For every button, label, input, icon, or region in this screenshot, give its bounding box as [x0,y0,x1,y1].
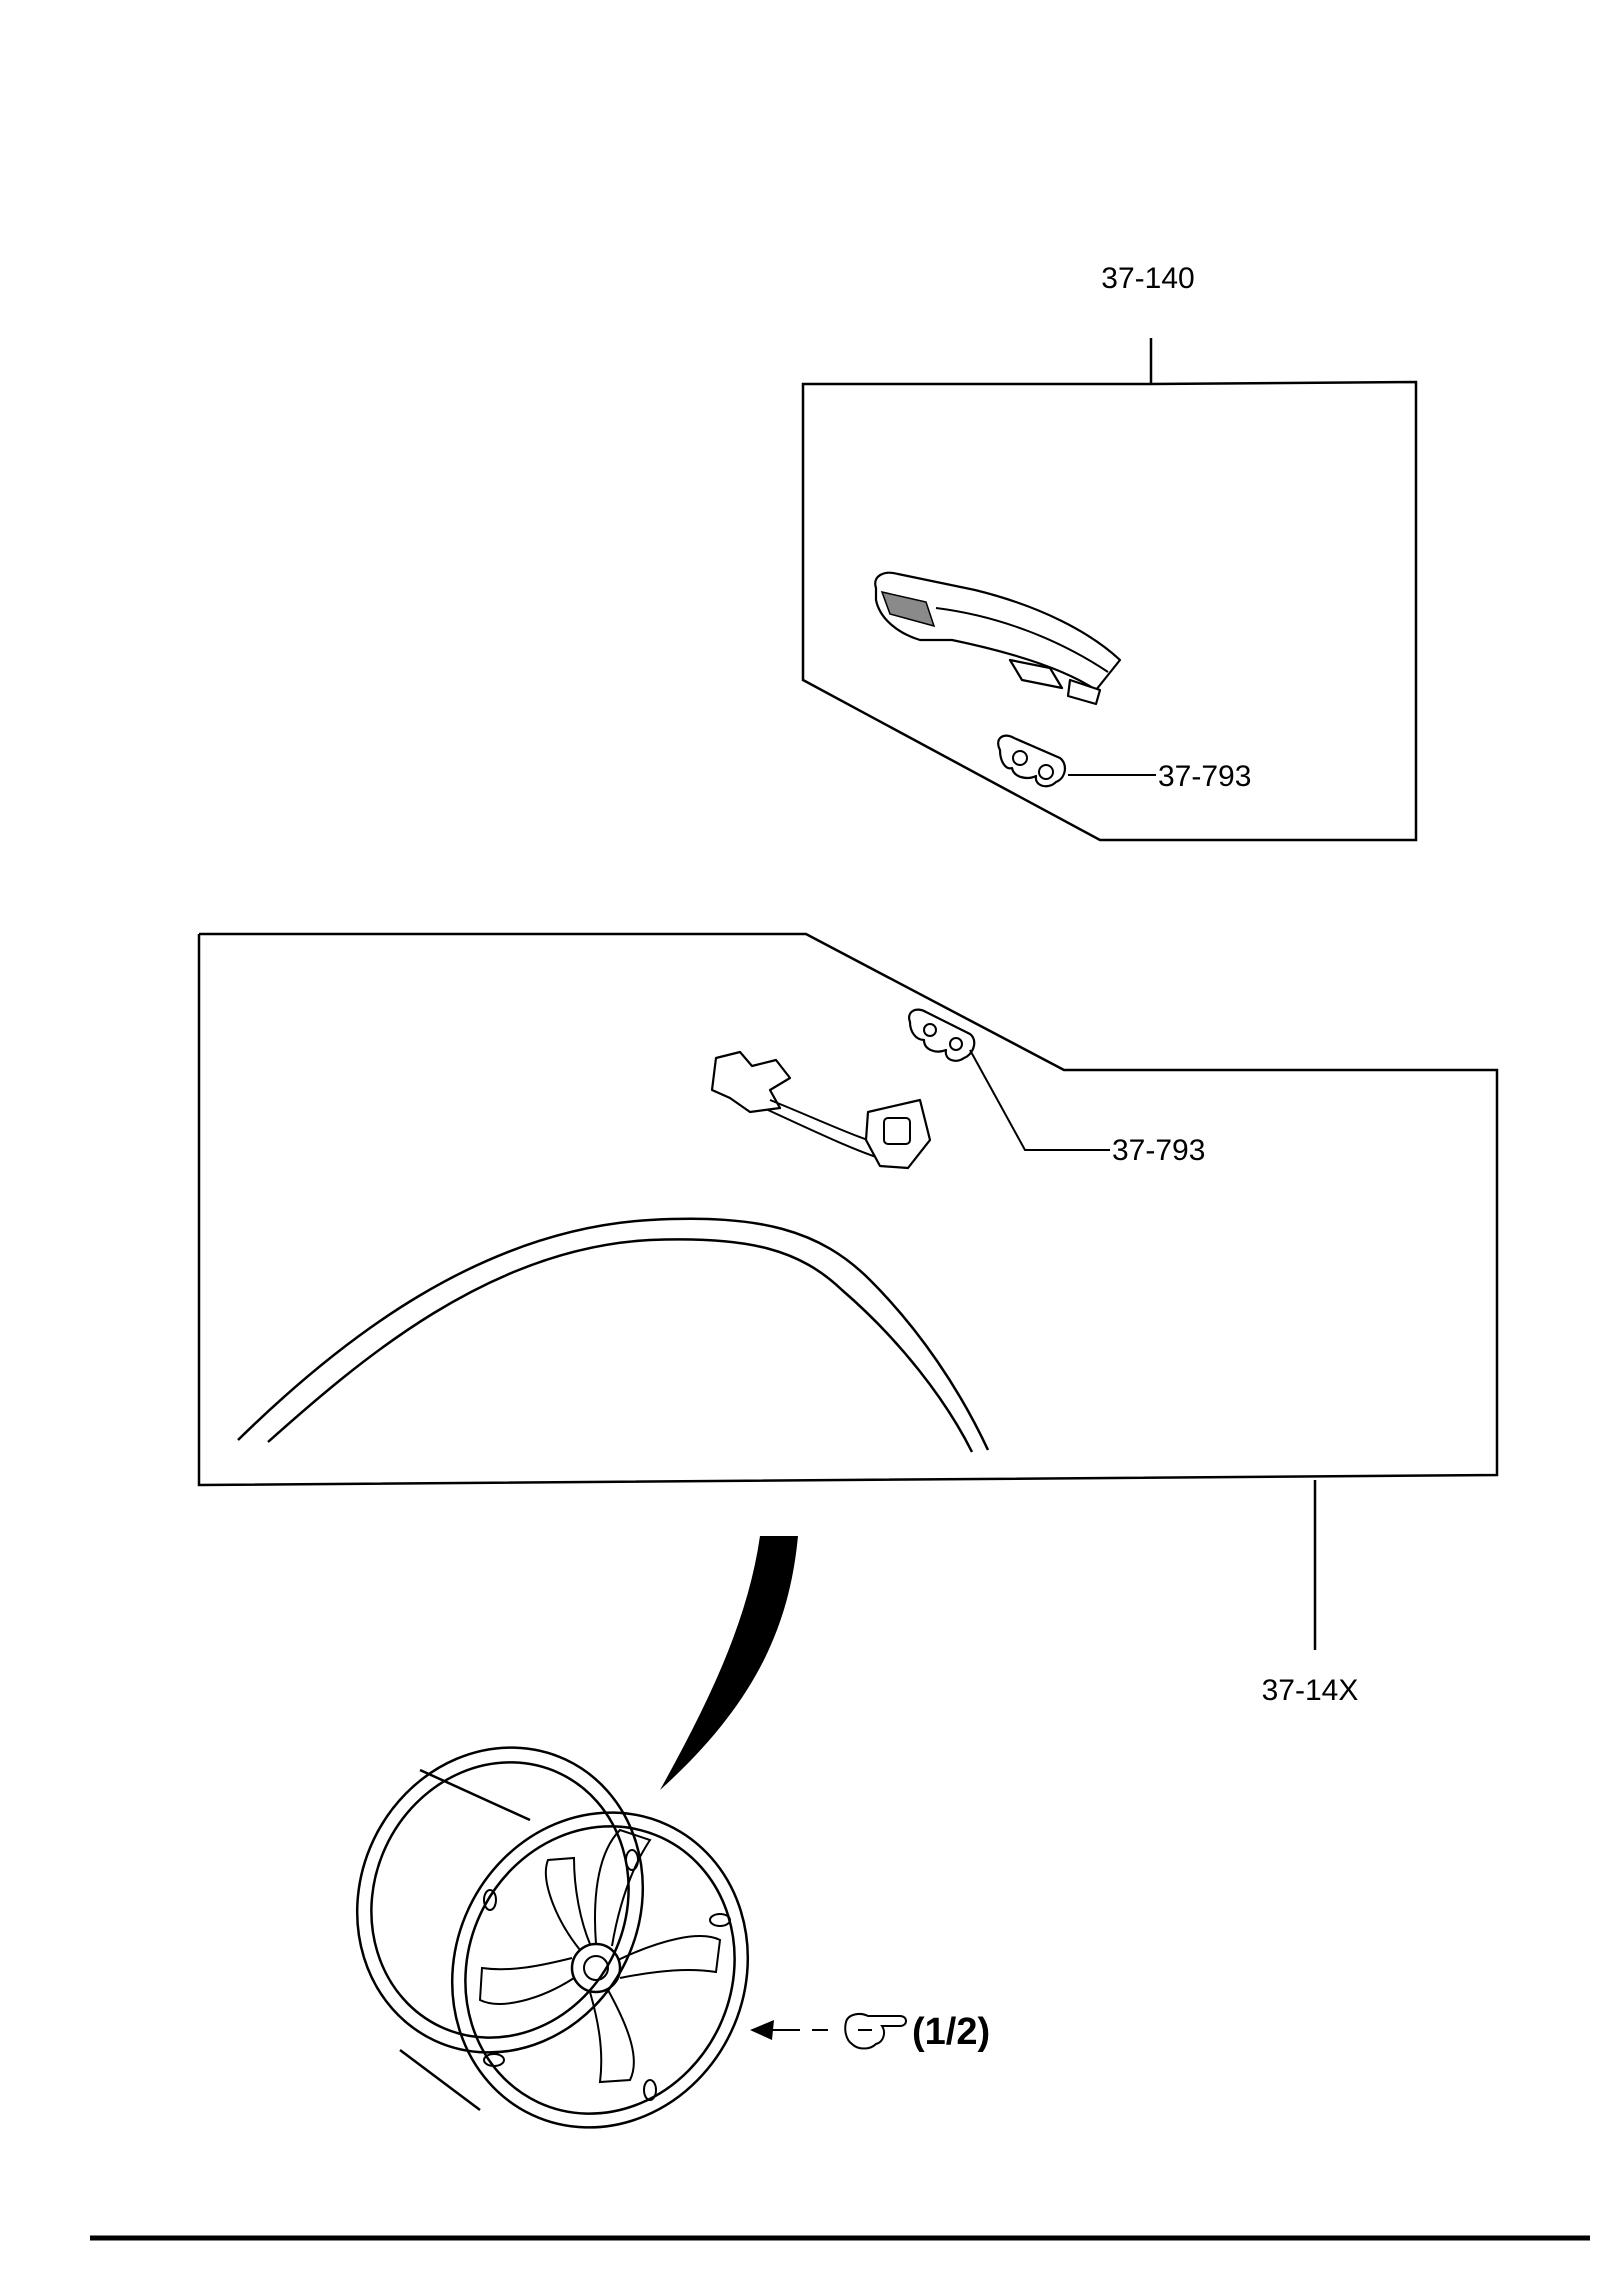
callout-37-14X: 37-14X [1262,1674,1359,1707]
callout-37-140: 37-140 [1101,262,1194,295]
wheel-arch-outline [237,1217,990,1453]
reference-indicator: (1/2) [750,2011,990,2053]
lower-clip-part [908,1008,976,1062]
pointing-hand-icon [844,2013,907,2050]
inner-handle-part [710,1050,932,1170]
callout-37-793-lower: 37-793 [1112,1134,1205,1167]
reference-text: (1/2) [912,2011,990,2053]
callout-37-793-upper: 37-793 [1158,760,1251,793]
upper-clip-part [997,734,1066,788]
upper-panel: 37-140 37-793 [801,262,1418,842]
location-pointer [660,1536,798,1790]
outer-handle-part [874,571,1122,706]
lower-panel: 37-14X 37-793 [197,932,1499,1707]
wheel-illustration [355,1746,750,2129]
